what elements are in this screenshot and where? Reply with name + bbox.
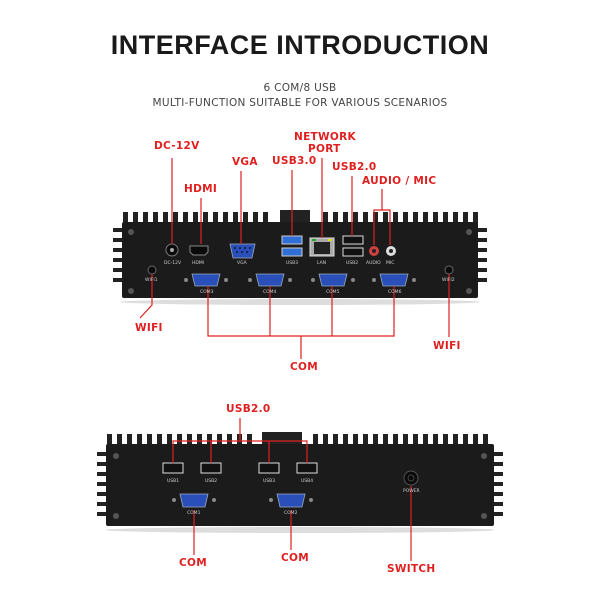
front-chassis: [122, 222, 478, 298]
screw-icon: [466, 229, 472, 235]
com1-port: [172, 493, 216, 508]
page-title: INTERFACE INTRODUCTION: [110, 30, 490, 60]
callout-vga: VGA: [232, 156, 258, 168]
callout-back-com-left: COM: [179, 557, 207, 569]
vga-port: [229, 243, 256, 259]
com2-port: [269, 493, 313, 508]
callout-usb20: USB2.0: [332, 161, 377, 173]
callout-com: COM: [290, 361, 318, 373]
callout-back-usb20: USB2.0: [226, 403, 271, 415]
screw-icon: [113, 513, 119, 519]
usb3-port-top: [281, 235, 303, 245]
back-callout-lines: [172, 418, 412, 561]
front-callout-lines: [139, 158, 450, 359]
screw-icon: [128, 229, 134, 235]
power-button: [403, 470, 419, 486]
port-label-usb2: USB2: [346, 261, 359, 266]
screw-icon: [481, 453, 487, 459]
callout-audio-mic: AUDIO / MIC: [362, 175, 437, 187]
callout-dc-12v: DC-12V: [154, 140, 200, 152]
callout-hdmi: HDMI: [184, 183, 218, 195]
port-label-com3: COM3: [200, 290, 214, 295]
usb1-port: [162, 462, 184, 474]
screw-icon: [113, 453, 119, 459]
port-label-hdmi: HDMI: [192, 261, 205, 266]
back-side-fins: [97, 452, 503, 516]
usb3-port-bottom: [281, 247, 303, 257]
port-label-com1: COM1: [187, 511, 201, 516]
port-label-com6: COM6: [388, 290, 402, 295]
port-label-usb4: USB4: [301, 479, 314, 484]
callout-usb30: USB3.0: [272, 155, 317, 167]
port-label-mic: MIC: [386, 261, 395, 266]
com3-port: [184, 273, 228, 287]
com4-port: [248, 273, 292, 287]
back-heatsink-fins: [107, 432, 488, 446]
port-label-vga: VGA: [237, 261, 247, 266]
usb2-port: [200, 462, 222, 474]
subtitle-scenarios: MULTI-FUNCTION SUITABLE FOR VARIOUS SCEN…: [152, 97, 448, 109]
screw-icon: [481, 513, 487, 519]
hdmi-port: [189, 245, 209, 256]
port-label-com2: COM2: [284, 511, 298, 516]
callout-switch: SWITCH: [387, 563, 436, 575]
wifi2-antenna-port: [444, 265, 454, 275]
power-icon: [407, 474, 415, 482]
back-chassis: [106, 444, 494, 526]
port-label-dc: DC-12V: [164, 261, 182, 266]
port-label-wifi1: WIFI1: [145, 278, 158, 283]
port-label-power: POWER: [403, 489, 420, 494]
screw-icon: [128, 288, 134, 294]
usb3-port: [258, 462, 280, 474]
port-label-usb3: USB3: [263, 479, 276, 484]
callout-wifi-left: WIFI: [135, 322, 163, 334]
port-label-usb2: USB2: [205, 479, 218, 484]
callout-wifi-right: WIFI: [433, 340, 461, 352]
subtitle-ports: 6 COM/8 USB: [263, 82, 337, 94]
com6-port: [372, 273, 416, 287]
front-heatsink-fins: [123, 210, 478, 224]
port-label-com5: COM5: [326, 290, 340, 295]
usb4-port: [296, 462, 318, 474]
callout-network-line2: PORT: [308, 143, 341, 155]
port-label-wifi2: WIFI2: [442, 278, 455, 283]
wifi1-antenna-port: [147, 265, 157, 275]
usb2-port-bottom: [342, 247, 364, 257]
callout-network-line1: NETWORK: [294, 131, 356, 143]
front-side-fins: [113, 228, 487, 282]
port-label-lan: LAN: [317, 261, 327, 266]
usb2-port-top: [342, 235, 364, 245]
port-label-usb1: USB1: [167, 479, 180, 484]
port-label-com4: COM4: [263, 290, 277, 295]
callout-back-com-right: COM: [281, 552, 309, 564]
port-label-usb3: USB3: [286, 261, 299, 266]
port-label-audio: AUDIO: [366, 261, 381, 266]
screw-icon: [466, 288, 472, 294]
com5-port: [311, 273, 355, 287]
